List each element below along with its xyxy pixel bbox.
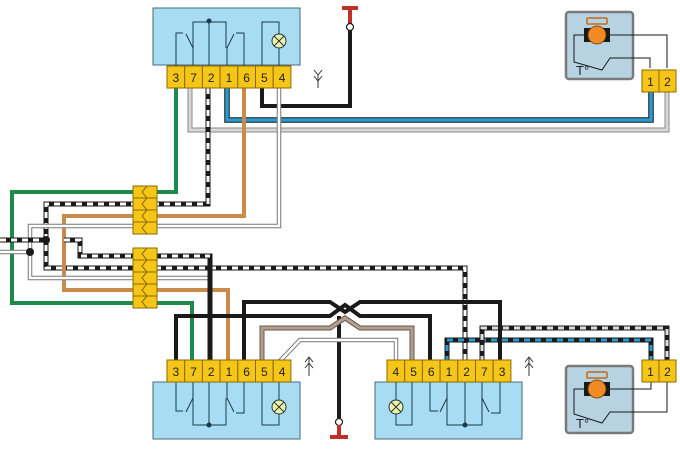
pin-label: 6 <box>243 365 250 379</box>
pin-label: 1 <box>647 365 654 379</box>
pin-label: 4 <box>279 365 286 379</box>
pin-label: 4 <box>393 365 400 379</box>
pin-label: 6 <box>428 365 435 379</box>
pin-label: 3 <box>173 71 180 85</box>
connector-symbol-icon <box>524 356 534 376</box>
pin-label: 5 <box>261 71 268 85</box>
pin-terminal <box>658 69 677 93</box>
wires <box>0 28 670 418</box>
pin-label: 6 <box>243 71 250 85</box>
lamp-icon <box>271 399 287 415</box>
ground-terminal-bottom <box>330 417 348 439</box>
pin-label: 2 <box>208 365 215 379</box>
power-terminal-top <box>342 6 358 32</box>
connector-symbol-icon <box>304 356 314 376</box>
connector-symbol-icon <box>313 69 323 88</box>
wire-green <box>10 88 194 362</box>
motor-icon <box>584 371 610 399</box>
pin-label: 5 <box>410 365 417 379</box>
connector-lower <box>132 247 158 309</box>
pin-terminal <box>658 359 677 383</box>
splice-dot <box>42 236 50 244</box>
pin-label: 5 <box>261 365 268 379</box>
wire-blue-bottom <box>444 337 654 362</box>
thermal-switch-label: T° <box>576 416 589 431</box>
motor-icon <box>584 17 610 45</box>
connector-upper <box>132 185 158 235</box>
pin-label: 7 <box>481 365 488 379</box>
pin-label: 2 <box>463 365 470 379</box>
pin-label: 1 <box>647 75 654 89</box>
pin-label: 7 <box>190 365 197 379</box>
pin-terminal <box>272 65 292 89</box>
pin-label: 3 <box>499 365 506 379</box>
pin-label: 7 <box>190 71 197 85</box>
lamp-icon <box>388 399 404 415</box>
pin-terminal <box>272 359 292 383</box>
wire-brown <box>62 88 246 362</box>
pin-label: 1 <box>446 365 453 379</box>
wire-striped-bottom <box>479 325 670 362</box>
lamp-icon <box>271 33 287 49</box>
pin-label: 2 <box>664 365 671 379</box>
wire-black-power <box>260 28 352 108</box>
pin-label: 2 <box>208 71 215 85</box>
pin-label: 2 <box>664 75 671 89</box>
pin-label: 1 <box>226 365 233 379</box>
pin-terminal <box>492 359 512 383</box>
pin-label: 4 <box>279 71 286 85</box>
wire-black-cross-b <box>242 300 502 362</box>
pin-label: 1 <box>226 71 233 85</box>
pin-label: 3 <box>173 365 180 379</box>
wire-black-cross-a <box>174 302 432 362</box>
thermal-switch-label: T° <box>576 63 589 78</box>
splice-dot <box>26 248 34 256</box>
